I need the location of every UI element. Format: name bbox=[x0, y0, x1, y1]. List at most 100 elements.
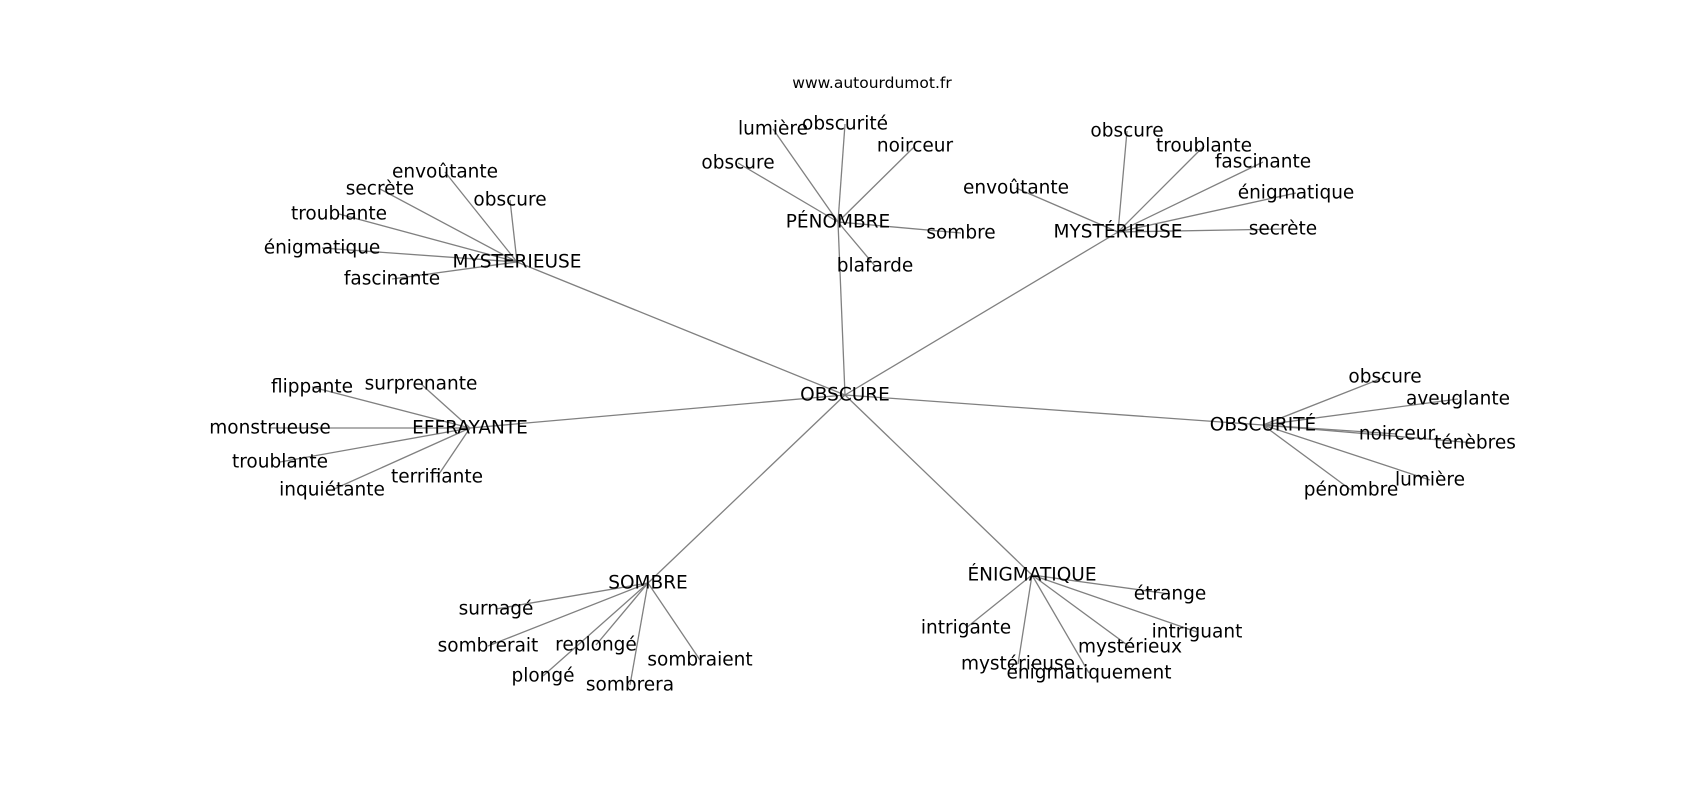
edge-cluster-leaf bbox=[495, 582, 649, 610]
leaf-node-label: terrifiante bbox=[391, 467, 483, 488]
edge-cluster-leaf bbox=[595, 582, 649, 646]
leaf-node-label: surnagé bbox=[459, 599, 534, 620]
leaf-node-label: mystérieux bbox=[1078, 637, 1182, 658]
edge-cluster-leaf bbox=[1031, 574, 1198, 633]
edge-center-cluster bbox=[647, 394, 846, 584]
edge-cluster-leaf bbox=[420, 383, 471, 429]
leaf-node-label: aveuglante bbox=[1406, 389, 1510, 410]
edge-cluster-leaf bbox=[837, 221, 876, 267]
leaf-node-label: obscure bbox=[473, 190, 546, 211]
leaf-node-label: ténèbres bbox=[1434, 433, 1516, 454]
leaf-node-label: obscure bbox=[701, 153, 774, 174]
edge-cluster-leaf bbox=[1262, 376, 1386, 426]
edge-cluster-leaf bbox=[1031, 574, 1131, 648]
center-node-label: OBSCURE bbox=[800, 385, 890, 406]
leaf-node-label: énigmatiquement bbox=[1007, 663, 1172, 684]
edge-center-cluster bbox=[844, 231, 1119, 396]
leaf-node-label: pénombre bbox=[1304, 480, 1399, 501]
leaf-node-label: envoûtante bbox=[963, 178, 1069, 199]
edge-cluster-leaf bbox=[1117, 145, 1205, 233]
edge-cluster-leaf bbox=[311, 386, 471, 429]
edge-cluster-leaf bbox=[965, 574, 1033, 629]
leaf-node-label: sombraient bbox=[647, 650, 752, 671]
edge-cluster-leaf bbox=[837, 221, 962, 234]
edge-cluster-leaf bbox=[487, 582, 649, 647]
edge-cluster-leaf bbox=[1017, 574, 1033, 665]
edge-cluster-leaf bbox=[379, 188, 518, 263]
leaf-node-label: inquiétante bbox=[279, 480, 385, 501]
edge-cluster-leaf bbox=[737, 162, 839, 223]
leaf-node-label: troublante bbox=[232, 452, 328, 473]
leaf-node-label: fascinante bbox=[344, 269, 440, 290]
edge-cluster-leaf bbox=[1117, 192, 1297, 233]
leaf-node-label: obscure bbox=[1348, 367, 1421, 388]
edge-center-cluster bbox=[516, 261, 846, 396]
leaf-node-label: troublante bbox=[1156, 136, 1252, 157]
leaf-node-label: replongé bbox=[555, 635, 637, 656]
leaf-node-label: fascinante bbox=[1215, 152, 1311, 173]
edge-center-cluster bbox=[837, 221, 846, 396]
leaf-node-label: étrange bbox=[1134, 584, 1206, 605]
edge-cluster-leaf bbox=[1117, 228, 1284, 233]
edge-center-cluster bbox=[844, 394, 1033, 576]
leaf-node-label: sombrera bbox=[586, 675, 674, 696]
leaf-node-label: lumière bbox=[738, 119, 808, 140]
edge-cluster-leaf bbox=[279, 427, 471, 463]
leaf-node-label: intrigante bbox=[921, 618, 1011, 639]
cluster-node-label: MYSTÉRIEUSE bbox=[1054, 221, 1183, 243]
leaf-node-label: blafarde bbox=[837, 256, 913, 277]
leaf-node-label: secrète bbox=[346, 179, 414, 200]
leaf-node-label: troublante bbox=[291, 204, 387, 225]
leaf-node-label: noirceur bbox=[1359, 424, 1436, 445]
cluster-node-label: SOMBRE bbox=[608, 573, 688, 594]
edge-cluster-leaf bbox=[444, 171, 518, 263]
leaf-node-label: noirceur bbox=[877, 136, 954, 157]
cluster-node-label: PÉNOMBRE bbox=[786, 211, 890, 233]
edge-cluster-leaf bbox=[837, 123, 846, 223]
leaf-node-label: surprenante bbox=[365, 374, 478, 395]
leaf-node-label: intriguant bbox=[1152, 622, 1243, 643]
leaf-node-label: monstrueuse bbox=[209, 418, 330, 439]
edge-center-cluster bbox=[844, 394, 1264, 426]
edge-cluster-leaf bbox=[772, 128, 839, 223]
cluster-node-label: ÉNIGMATIQUE bbox=[967, 564, 1096, 586]
cluster-node-label: EFFRAYANTE bbox=[412, 418, 528, 439]
edge-cluster-leaf bbox=[629, 582, 649, 686]
edge-cluster-leaf bbox=[436, 427, 471, 478]
edge-cluster-leaf bbox=[1117, 130, 1128, 233]
leaf-node-label: envoûtante bbox=[392, 162, 498, 183]
leaf-node-label: obscure bbox=[1090, 121, 1163, 142]
edge-cluster-leaf bbox=[1262, 424, 1476, 444]
edge-cluster-leaf bbox=[391, 261, 518, 280]
source-url: www.autourdumot.fr bbox=[792, 74, 952, 92]
leaf-node-label: énigmatique bbox=[1238, 183, 1355, 204]
leaf-node-label: lumière bbox=[1395, 470, 1465, 491]
edge-cluster-leaf bbox=[321, 247, 518, 263]
edge-cluster-leaf bbox=[1262, 398, 1459, 426]
leaf-node-label: plongé bbox=[511, 666, 574, 687]
edge-cluster-leaf bbox=[1031, 574, 1090, 674]
edge-center-cluster bbox=[469, 394, 846, 429]
edge-cluster-leaf bbox=[1262, 424, 1352, 491]
edge-cluster-leaf bbox=[1031, 574, 1171, 595]
leaf-node-label: obscurité bbox=[802, 114, 888, 135]
cluster-node-label: OBSCURITÉ bbox=[1210, 414, 1316, 436]
edge-cluster-leaf bbox=[1117, 161, 1264, 233]
leaf-node-label: énigmatique bbox=[264, 238, 381, 259]
leaf-node-label: sombrerait bbox=[438, 636, 539, 657]
edge-cluster-leaf bbox=[1015, 187, 1119, 233]
edge-cluster-leaf bbox=[1262, 424, 1431, 481]
graph-edges bbox=[270, 123, 1476, 686]
edge-cluster-leaf bbox=[542, 582, 649, 677]
leaf-node-label: mystérieuse bbox=[961, 654, 1075, 675]
edge-cluster-leaf bbox=[647, 582, 701, 661]
leaf-node-label: secrète bbox=[1249, 219, 1317, 240]
edge-cluster-leaf bbox=[338, 213, 518, 263]
leaf-node-label: sombre bbox=[926, 223, 995, 244]
edge-cluster-leaf bbox=[837, 145, 916, 223]
leaf-node-label: flippante bbox=[271, 377, 353, 398]
graph-labels: OBSCUREMYSTERIEUSEenvoûtantesecrètetroub… bbox=[209, 114, 1516, 696]
cluster-node-label: MYSTERIEUSE bbox=[453, 252, 582, 273]
edge-cluster-leaf bbox=[509, 199, 518, 263]
